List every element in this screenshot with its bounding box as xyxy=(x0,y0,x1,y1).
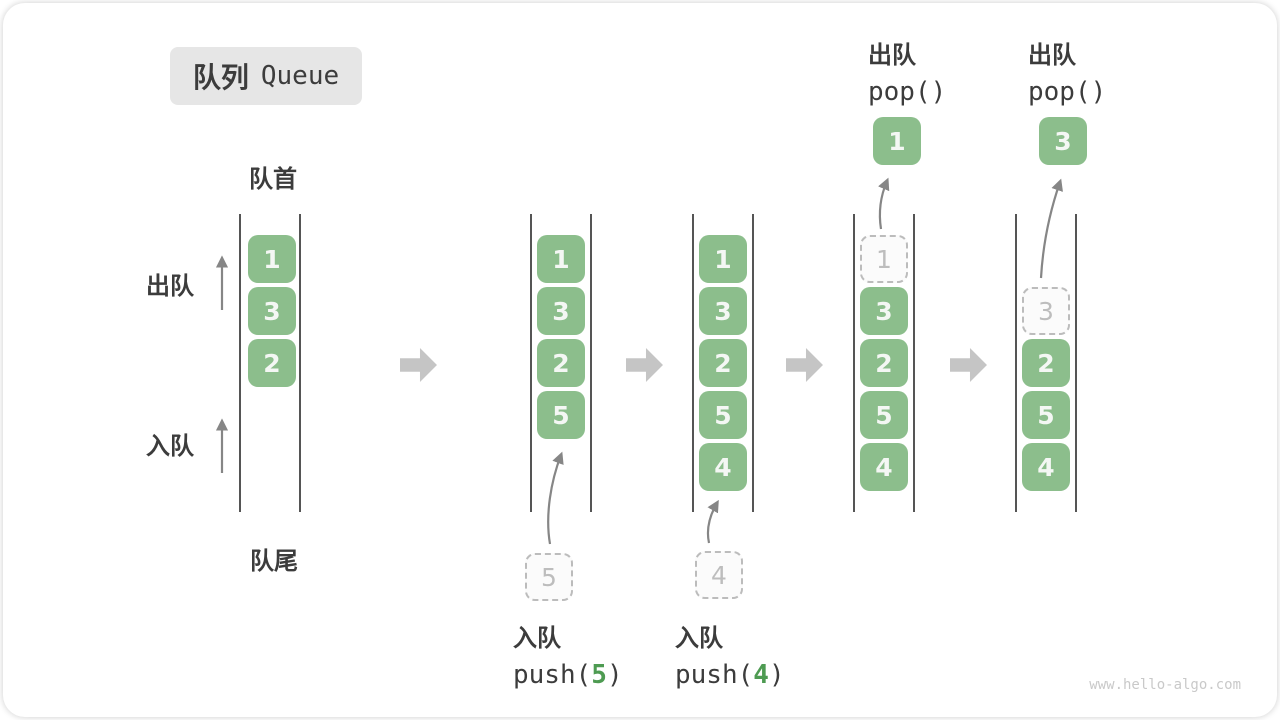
queue5-cell: 4 xyxy=(1022,443,1070,491)
right-block-arrow-icon xyxy=(786,348,823,382)
label-dequeue: 出队 xyxy=(146,272,194,300)
op-enqueue5-arg: 5 xyxy=(591,660,607,690)
queue2-staged-cell: 5 xyxy=(525,553,573,601)
queue5-cell: 2 xyxy=(1022,339,1070,387)
queue1-cell: 3 xyxy=(248,287,296,335)
pop1-arrow-icon xyxy=(878,177,890,230)
queue2-left-line xyxy=(530,214,532,512)
queue4-popped-slot-cell: 1 xyxy=(860,235,908,283)
queue5-left-line xyxy=(1015,214,1017,512)
queue3-staged-cell: 4 xyxy=(695,551,743,599)
op-pop1-code: pop() xyxy=(868,77,947,107)
queue1-right-line xyxy=(299,214,301,512)
queue3-cell: 4 xyxy=(699,443,747,491)
op-pop2-label: 出队 xyxy=(1028,41,1076,69)
queue4-cell: 3 xyxy=(860,287,908,335)
op-enqueue5-code: push(5) xyxy=(513,660,623,690)
title-zh: 队列 xyxy=(192,61,249,94)
queue2-cell: 3 xyxy=(537,287,585,335)
title-box: 队列 Queue xyxy=(170,47,362,105)
op-enqueue5-label: 入队 xyxy=(513,624,561,652)
queue4-left-line xyxy=(853,214,855,512)
watermark: www.hello-algo.com xyxy=(1089,677,1241,693)
queue2-cell: 1 xyxy=(537,235,585,283)
queue4-cell: 5 xyxy=(860,391,908,439)
queue1-left-line xyxy=(239,214,241,512)
queue3-cell: 2 xyxy=(699,339,747,387)
queue3-left-line xyxy=(692,214,694,512)
op-enqueue4-arg: 4 xyxy=(753,660,769,690)
op-enqueue4-label: 入队 xyxy=(675,624,723,652)
right-block-arrow-icon xyxy=(950,348,987,382)
op-enqueue-push4: 入队 push(4) xyxy=(675,618,785,690)
op-enqueue4-code: push(4) xyxy=(675,660,785,690)
label-enqueue: 入队 xyxy=(146,432,194,460)
push5-arrow-icon xyxy=(547,451,564,545)
op-enqueue-push5: 入队 push(5) xyxy=(513,618,623,690)
pop2-arrow-icon xyxy=(1039,178,1063,279)
queue2-cell: 5 xyxy=(537,391,585,439)
right-block-arrow-icon xyxy=(400,348,437,382)
queue3-cell: 3 xyxy=(699,287,747,335)
queue1-cell: 2 xyxy=(248,339,296,387)
queue5-cell: 5 xyxy=(1022,391,1070,439)
queue4-cell: 4 xyxy=(860,443,908,491)
queue1-cell: 1 xyxy=(248,235,296,283)
queue4-right-line xyxy=(913,214,915,512)
queue2-right-line xyxy=(590,214,592,512)
queue5-popped-out-cell: 3 xyxy=(1039,117,1087,165)
op-pop2-code: pop() xyxy=(1028,77,1107,107)
queue2-cell: 2 xyxy=(537,339,585,387)
diagram-canvas: 队列 Queue 队首 队尾 出队 入队 1 3 2 1 3 2 5 5 1 3… xyxy=(3,3,1277,717)
op-dequeue-pop1: 出队 pop() xyxy=(868,35,946,107)
title-en: Queue xyxy=(260,61,340,91)
queue3-cell: 5 xyxy=(699,391,747,439)
queue5-right-line xyxy=(1075,214,1077,512)
label-queue-front: 队首 xyxy=(249,165,297,193)
queue5-popped-slot-cell: 3 xyxy=(1022,287,1070,335)
queue3-right-line xyxy=(752,214,754,512)
queue3-cell: 1 xyxy=(699,235,747,283)
push4-arrow-icon xyxy=(706,499,719,544)
right-block-arrow-icon xyxy=(626,348,663,382)
op-pop1-label: 出队 xyxy=(868,41,916,69)
op-dequeue-pop2: 出队 pop() xyxy=(1028,35,1106,107)
label-queue-rear: 队尾 xyxy=(250,547,298,575)
queue4-popped-out-cell: 1 xyxy=(873,117,921,165)
queue4-cell: 2 xyxy=(860,339,908,387)
